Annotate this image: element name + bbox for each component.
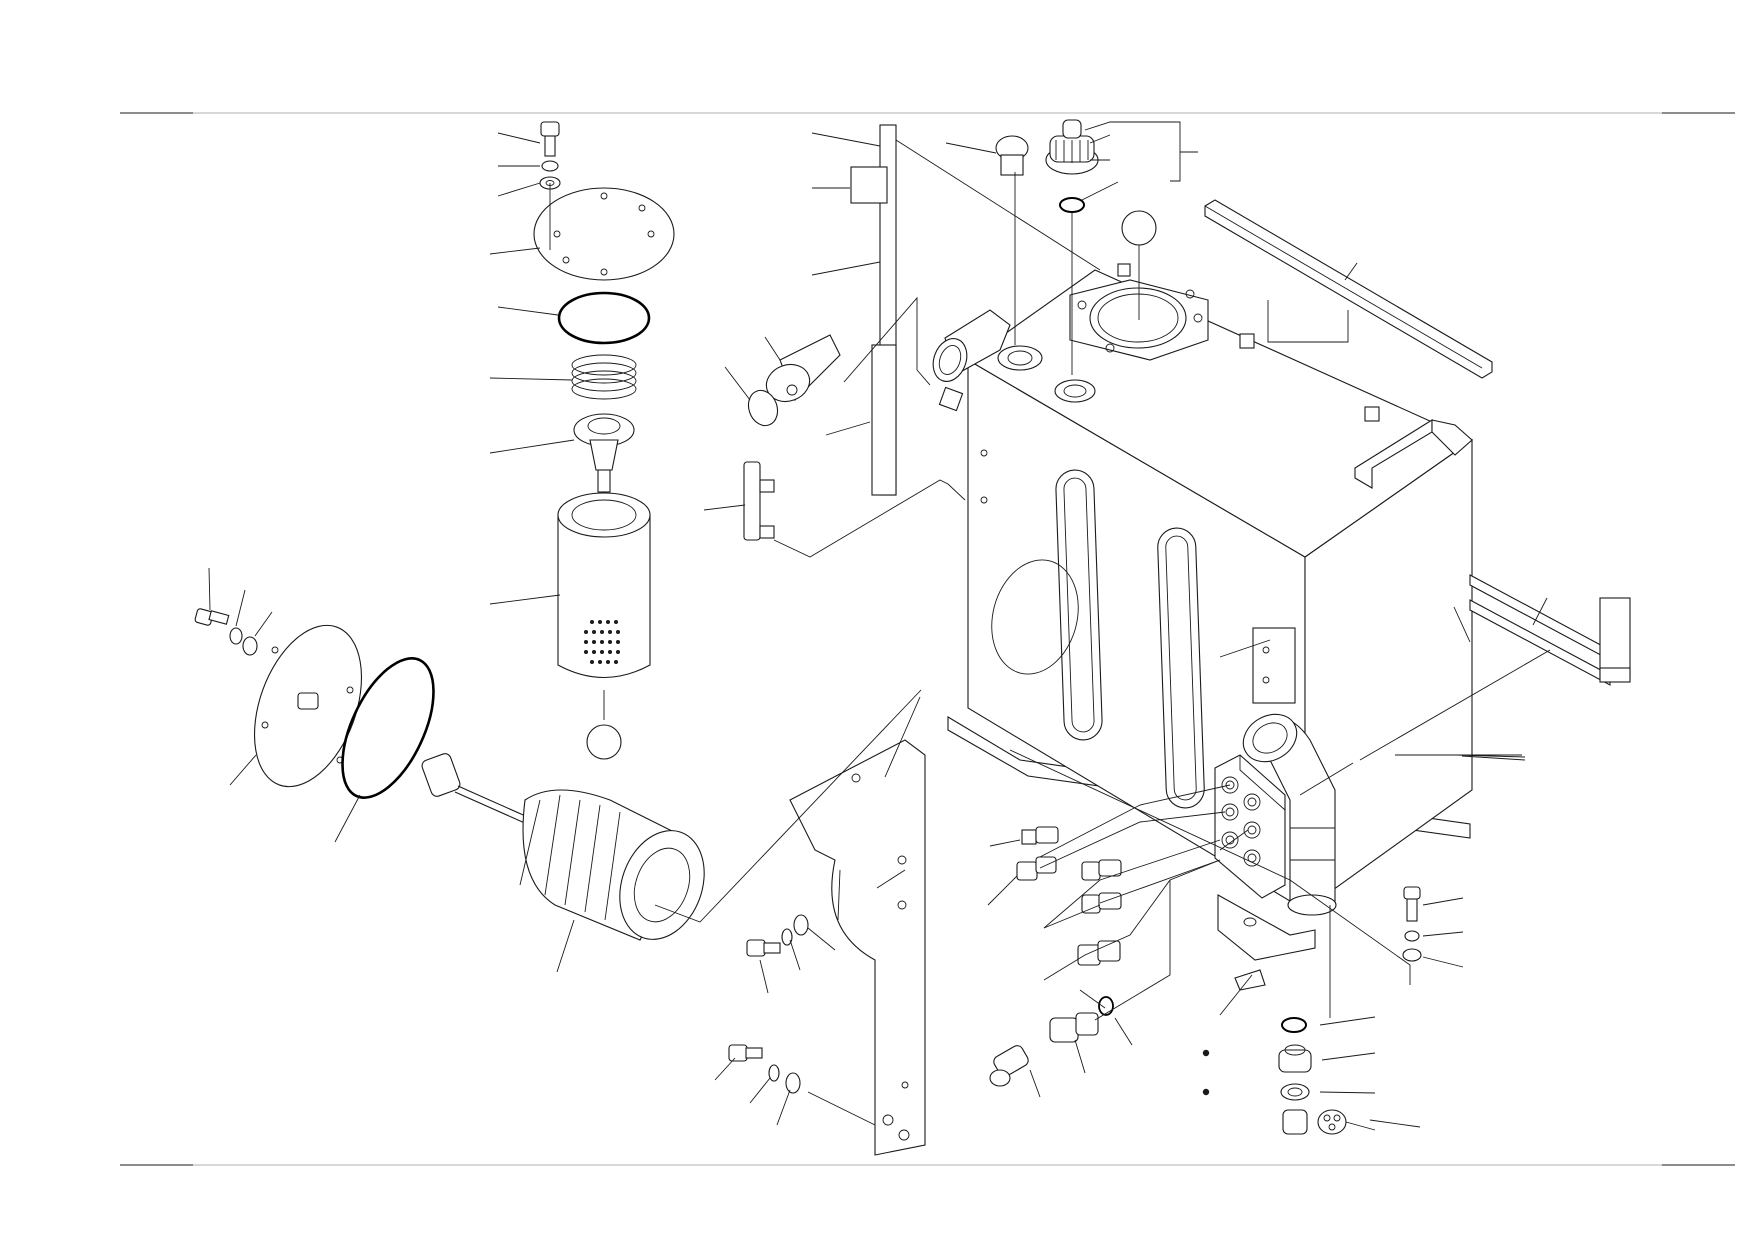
bullet-mark-upper bbox=[1202, 1049, 1210, 1057]
manifold-block[interactable] bbox=[1214, 754, 1286, 899]
drain-washer[interactable] bbox=[1280, 1083, 1310, 1101]
mounting-bracket[interactable] bbox=[789, 739, 926, 1156]
filler-cap[interactable] bbox=[995, 135, 1029, 176]
drawing-frame bbox=[120, 112, 1735, 1166]
tank-stay-bracket[interactable] bbox=[1469, 574, 1631, 686]
filter-cover-spring-washer[interactable] bbox=[541, 160, 559, 172]
bullet-mark-lower bbox=[1202, 1088, 1210, 1096]
filter-spring[interactable] bbox=[571, 354, 637, 400]
drain-oring[interactable] bbox=[1281, 1017, 1307, 1033]
filter-bypass-valve[interactable] bbox=[573, 413, 635, 493]
drain-bolt[interactable] bbox=[1402, 886, 1422, 962]
breather-cap-assembly[interactable] bbox=[1045, 119, 1099, 175]
strainer-cover-plate[interactable] bbox=[234, 611, 382, 802]
drain-plug[interactable] bbox=[1278, 1044, 1312, 1073]
filter-cover-oring[interactable] bbox=[557, 291, 651, 345]
bracket-bolt-upper[interactable] bbox=[746, 914, 809, 957]
drain-magnet-plug[interactable] bbox=[1282, 1109, 1347, 1135]
hose-fittings[interactable] bbox=[989, 826, 1122, 1087]
cap-oring[interactable] bbox=[1059, 197, 1085, 213]
strainer-cover-bolt[interactable] bbox=[194, 608, 258, 656]
filter-cover-bolt[interactable] bbox=[540, 121, 560, 157]
elbow-fitting[interactable] bbox=[1217, 705, 1337, 961]
level-gauge-rod[interactable] bbox=[850, 124, 897, 496]
leader-lines bbox=[208, 121, 1551, 1131]
filter-cover-plate[interactable] bbox=[533, 187, 675, 281]
drain-clip[interactable] bbox=[1234, 969, 1266, 991]
strainer-oring[interactable] bbox=[324, 645, 453, 811]
float-ball bbox=[1121, 210, 1157, 246]
return-filter-element[interactable] bbox=[557, 492, 651, 760]
bracket-bolt-lower[interactable] bbox=[728, 1044, 801, 1094]
gauge-bracket[interactable] bbox=[743, 461, 775, 541]
tank-cover-strip[interactable] bbox=[1204, 199, 1493, 379]
breather[interactable] bbox=[744, 334, 841, 430]
suction-strainer[interactable] bbox=[420, 752, 718, 951]
hydraulic-tank[interactable] bbox=[927, 263, 1474, 912]
